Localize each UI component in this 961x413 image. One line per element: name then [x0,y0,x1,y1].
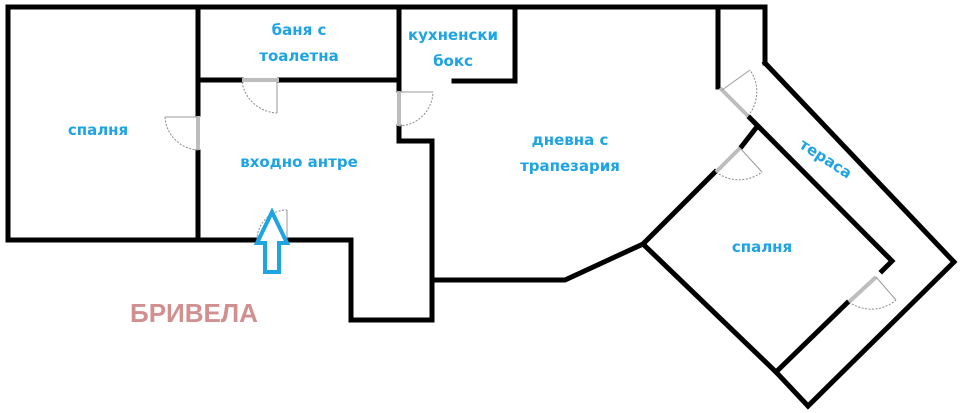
label-bathroom-line1: баня с [272,21,327,39]
door-terrace[interactable] [718,69,758,118]
street-label: БРИВЕЛА [130,298,258,328]
entry-arrow-icon [253,207,291,274]
label-living-line2: трапезария [520,157,620,175]
label-kitchen-line1: кухненски [408,26,498,44]
label-entrance-hall: входно антре [240,153,358,171]
label-bedroom1: спалня [68,121,128,139]
door-bathroom[interactable] [241,78,279,114]
label-kitchen-line2: бокс [433,52,473,70]
door-bedroom1[interactable] [164,116,200,151]
label-living-line1: дневна с [532,131,609,149]
door-bedroom2[interactable] [714,146,763,181]
wall-entrance-bottom [285,237,435,323]
door-living[interactable] [397,91,434,127]
room-labels: спалня баня с тоалетна кухненски бокс вх… [68,21,855,256]
door-bedroom2-terrace[interactable] [847,275,897,310]
wall-terrace-outer [761,59,958,410]
label-bedroom2: спалня [732,238,792,256]
doors [164,69,897,310]
wall-living-bottom [429,168,719,283]
wall-bedroom2-door-stub [738,124,760,150]
wall-terrace-inner [746,114,896,275]
wall-kitchen-bottom-right [451,4,518,84]
walls [5,4,958,410]
label-bathroom-line2: тоалетна [259,47,338,65]
wall-bedroom2-outer [639,240,851,376]
wall-entrance-right [396,124,435,283]
wall-top [5,4,768,243]
